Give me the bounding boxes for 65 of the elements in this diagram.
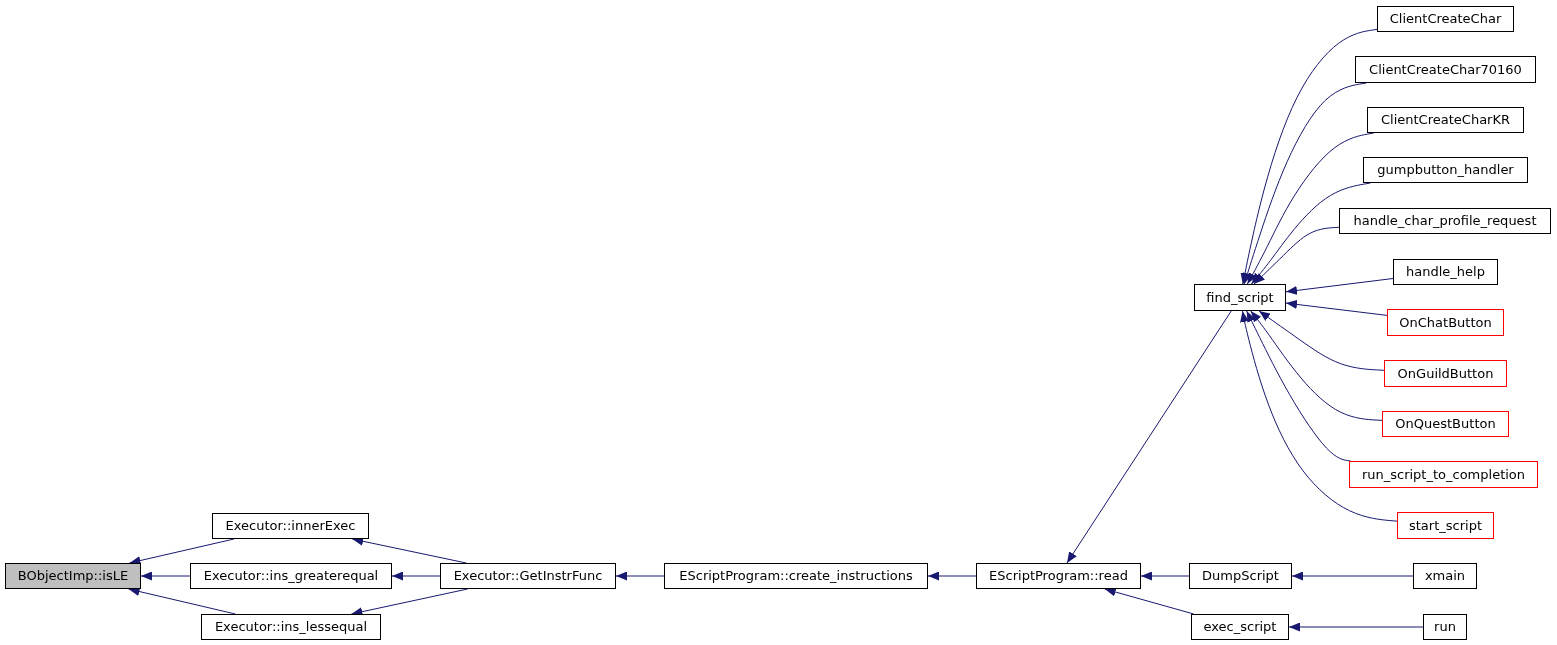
function-box bbox=[1382, 411, 1509, 437]
function-name: Executor::ins_lessequal bbox=[214, 619, 368, 635]
call-arrow bbox=[1246, 310, 1352, 462]
function-name: OnGuildButton bbox=[1397, 365, 1494, 382]
call-arrow bbox=[1288, 622, 1424, 632]
call-arrow bbox=[129, 538, 235, 565]
function-name: xmain bbox=[1424, 568, 1466, 584]
function-box bbox=[1349, 461, 1538, 488]
function-name: handle_char_profile_request bbox=[1353, 213, 1537, 229]
function-box bbox=[1393, 259, 1498, 285]
function-box bbox=[440, 563, 616, 589]
call-arrow bbox=[615, 571, 665, 581]
call-arrow bbox=[1104, 587, 1195, 615]
function-name: handle_help bbox=[1406, 264, 1485, 280]
function-box bbox=[1191, 614, 1289, 640]
function-box bbox=[1367, 107, 1524, 133]
function-box bbox=[5, 563, 141, 589]
function-box bbox=[1387, 309, 1504, 336]
function-name: exec_script bbox=[1203, 619, 1277, 635]
call-arrow bbox=[1066, 310, 1232, 564]
call-arrow bbox=[1285, 278, 1394, 295]
call-arrow bbox=[1258, 310, 1385, 371]
function-name: OnQuestButton bbox=[1395, 416, 1496, 432]
function-box bbox=[976, 563, 1141, 589]
function-name: ClientCreateChar bbox=[1389, 11, 1502, 27]
function-name: OnChatButton bbox=[1399, 314, 1492, 331]
function-name: DumpScript bbox=[1202, 568, 1279, 584]
function-box bbox=[1189, 563, 1292, 589]
function-name: Executor::ins_greaterequal bbox=[203, 568, 379, 584]
call-arrow bbox=[1253, 226, 1340, 285]
call-arrow bbox=[140, 571, 191, 581]
call-arrow bbox=[1291, 571, 1414, 581]
function-name: EScriptProgram::create_instructions bbox=[679, 568, 913, 584]
function-name: ClientCreateChar70160 bbox=[1369, 61, 1522, 78]
function-name: Executor::innerExec bbox=[225, 518, 356, 534]
function-box bbox=[1397, 512, 1494, 539]
call-arrow bbox=[128, 587, 236, 615]
function-box bbox=[190, 563, 392, 589]
function-name: find_script bbox=[1206, 289, 1274, 306]
function-box bbox=[1339, 208, 1551, 234]
call-arrow bbox=[1285, 299, 1388, 316]
function-name: gumpbutton_handler bbox=[1377, 162, 1514, 178]
function-name: BObjectImp::isLE bbox=[17, 568, 129, 584]
function-box bbox=[1194, 284, 1286, 311]
function-box bbox=[664, 563, 928, 589]
call-arrow bbox=[1250, 310, 1383, 421]
function-box bbox=[1413, 563, 1477, 589]
function-name: EScriptProgram::read bbox=[989, 568, 1128, 584]
function-box bbox=[1355, 56, 1536, 83]
function-box bbox=[1363, 157, 1528, 183]
function-box bbox=[212, 513, 369, 539]
call-arrow bbox=[1140, 571, 1190, 581]
call-arrow bbox=[1240, 28, 1378, 285]
call-arrow bbox=[1240, 310, 1398, 522]
call-arrow bbox=[927, 571, 977, 581]
function-box bbox=[201, 614, 381, 640]
function-name: Executor::GetInstrFunc bbox=[453, 568, 603, 584]
function-box bbox=[1423, 614, 1467, 640]
call-arrow bbox=[391, 571, 441, 581]
function-name: run_script_to_completion bbox=[1361, 466, 1526, 483]
function-name: run bbox=[1434, 619, 1456, 635]
function-name: start_script bbox=[1409, 517, 1482, 534]
function-box bbox=[1384, 360, 1507, 387]
function-box bbox=[1377, 6, 1514, 32]
function-name: ClientCreateCharKR bbox=[1381, 112, 1510, 128]
